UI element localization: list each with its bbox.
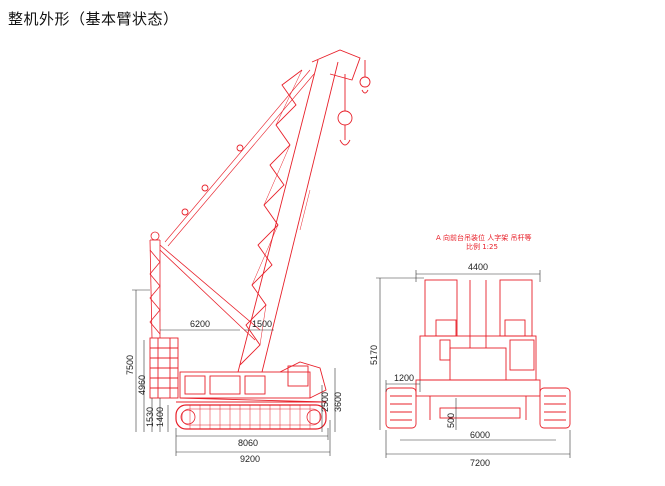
side-view: 6200 1500 7500 4960 1530 1400 2500 3600 … [125,49,371,464]
dim-1400: 1400 [155,407,165,427]
dim-1500: 1500 [252,319,272,329]
front-dimensions: 4400 5170 1200 500 6000 7200 [369,262,571,468]
main-boom [164,49,371,373]
dim-8060: 8060 [238,438,258,448]
dim-4960: 4960 [137,375,147,395]
dim-4400: 4400 [468,262,488,272]
dim-6000: 6000 [470,430,490,440]
front-note-line2: 比例 1:25 [466,242,498,251]
crawler-track [175,404,327,430]
front-note-line1: A 向前台吊装位 人字架 吊杆等 [436,233,531,242]
dim-9200: 9200 [240,454,260,464]
dim-2500: 2500 [320,392,330,412]
side-dimensions: 6200 1500 7500 4960 1530 1400 2500 3600 … [125,289,343,464]
front-crawlers [385,387,571,429]
dim-500: 500 [446,413,456,428]
dim-6200: 6200 [190,319,210,329]
dim-7200: 7200 [470,458,490,468]
dim-1530: 1530 [145,407,155,427]
upper-body [176,361,327,403]
dim-7500: 7500 [125,355,135,375]
dim-1200: 1200 [394,373,414,383]
gantry-mast [149,231,261,341]
front-view: A 向前台吊装位 人字架 吊杆等 比例 1:25 [369,233,571,468]
dim-3600: 3600 [333,392,343,412]
front-body [415,279,541,420]
dim-5170: 5170 [369,345,379,365]
counterweight [149,337,179,399]
page-title: 整机外形（基本臂状态） [8,10,179,28]
